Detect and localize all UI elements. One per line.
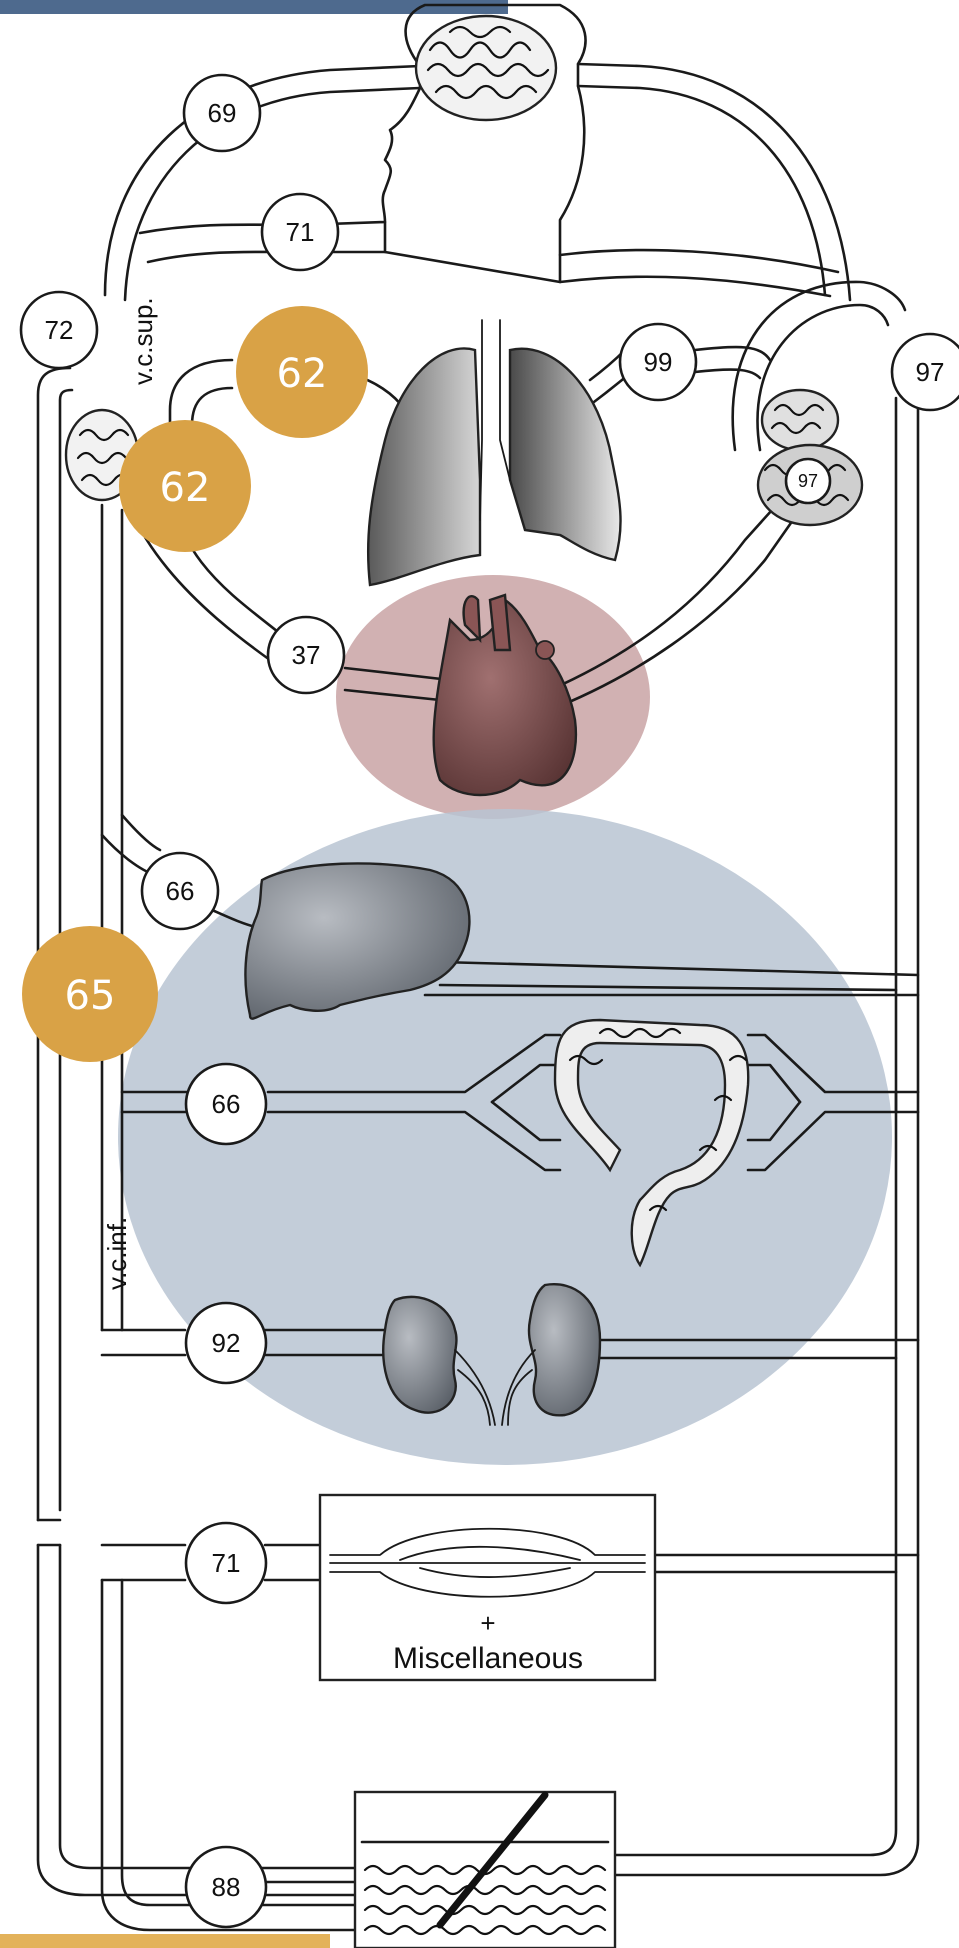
svg-text:71: 71 (212, 1548, 241, 1578)
svg-text:37: 37 (292, 640, 321, 670)
node-head-neck: 71 (262, 194, 338, 270)
misc-label: Miscellaneous (393, 1642, 583, 1675)
svg-text:88: 88 (212, 1872, 241, 1902)
svg-text:66: 66 (212, 1089, 241, 1119)
brain-icon (416, 16, 556, 120)
misc-plus: + (480, 1608, 495, 1638)
node-liver: 66 (142, 853, 218, 929)
node-brain: 69 (184, 75, 260, 151)
svg-text:62: 62 (160, 465, 211, 511)
node-lung-outflow: 99 (620, 324, 696, 400)
badge-lung-lower: 62 (119, 420, 251, 552)
node-skin: 88 (186, 1847, 266, 1927)
lungs-icon (368, 320, 620, 585)
vc-inf-label: v.c.inf. (102, 1217, 132, 1290)
svg-text:71: 71 (286, 217, 315, 247)
svg-text:97: 97 (798, 471, 818, 491)
svg-text:65: 65 (65, 973, 116, 1019)
skin-icon (355, 1792, 615, 1948)
node-svc: 72 (21, 292, 97, 368)
svg-text:97: 97 (916, 357, 945, 387)
node-gut: 66 (186, 1064, 266, 1144)
node-spleen: 97 (892, 334, 959, 410)
svg-text:72: 72 (45, 315, 74, 345)
svg-text:62: 62 (277, 351, 328, 397)
svg-text:92: 92 (212, 1328, 241, 1358)
vc-sup-label: v.c.sup. (128, 297, 158, 385)
svg-text:66: 66 (166, 876, 195, 906)
badge-lung-upper: 62 (236, 306, 368, 438)
spleen-icon (758, 390, 862, 525)
node-spleen-inner: 97 (786, 459, 830, 503)
node-kidney: 92 (186, 1303, 266, 1383)
svg-text:69: 69 (208, 98, 237, 128)
badge-liver-side: 65 (22, 926, 158, 1062)
node-muscle: 71 (186, 1523, 266, 1603)
svg-text:99: 99 (644, 347, 673, 377)
node-heart: 37 (268, 617, 344, 693)
